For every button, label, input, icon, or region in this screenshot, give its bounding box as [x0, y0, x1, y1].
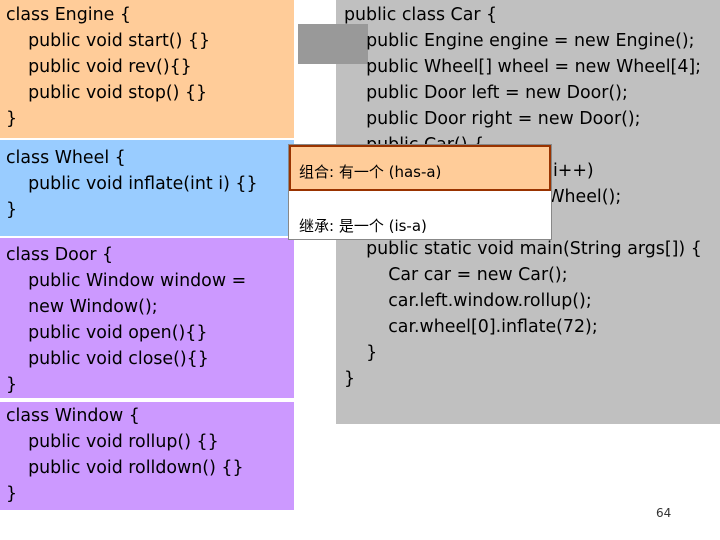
- window-class-code: class Window { public void rollup() {} p…: [6, 406, 244, 504]
- has-a-label: 组合: 有一个 (has-a): [299, 163, 442, 181]
- page-number: 64: [656, 506, 672, 520]
- wheel-class-panel: class Wheel { public void inflate(int i)…: [0, 140, 294, 236]
- wheel-class-code: class Wheel { public void inflate(int i)…: [6, 148, 258, 220]
- engine-class-code: class Engine { public void start() {} pu…: [6, 5, 211, 129]
- door-class-panel: class Door { public Window window = new …: [0, 238, 294, 398]
- relationship-popup: 组合: 有一个 (has-a) 继承: 是一个 (is-a): [288, 144, 552, 240]
- window-class-panel: class Window { public void rollup() {} p…: [0, 402, 294, 510]
- engine-class-panel: class Engine { public void start() {} pu…: [0, 0, 294, 138]
- door-class-code: class Door { public Window window = new …: [6, 245, 247, 395]
- car-class-code: public class Car { public Engine engine …: [344, 5, 702, 389]
- is-a-label: 继承: 是一个 (is-a): [299, 217, 427, 235]
- car-panel-accent-block: [298, 24, 368, 64]
- has-a-box: 组合: 有一个 (has-a): [289, 145, 551, 191]
